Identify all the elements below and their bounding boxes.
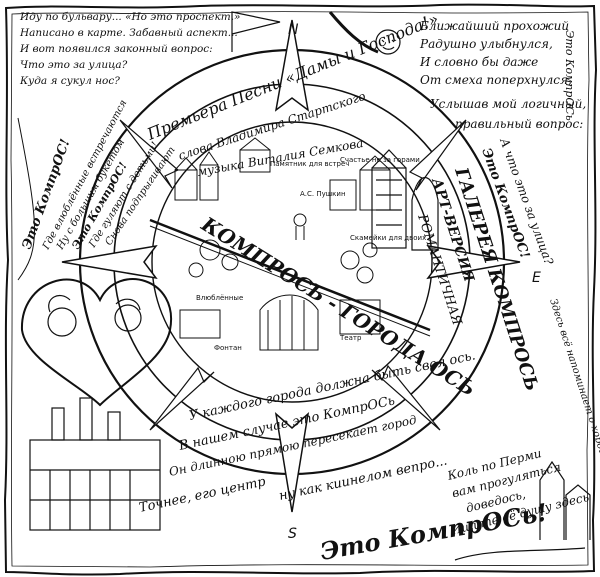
left-banner-lines bbox=[17, 117, 35, 281]
forest-building bbox=[371, 149, 439, 251]
map-label: Памятник для встреч bbox=[270, 160, 349, 168]
verse-line: Радушно улыбнулся, bbox=[419, 37, 553, 51]
map-label: Театр bbox=[339, 334, 362, 342]
map-label: Влюблённые bbox=[196, 294, 243, 302]
top-decorations bbox=[231, 11, 401, 55]
verse-line: И словно бы даже bbox=[419, 55, 538, 69]
map-label: Фонтан bbox=[214, 344, 242, 352]
verse-line: Иду по бульвару... «Но это проспект.» bbox=[19, 11, 241, 23]
lovers-heart bbox=[20, 278, 173, 407]
compass-north-label: N bbox=[288, 22, 299, 38]
factory-sketch bbox=[29, 397, 161, 531]
verse-line: Куда я сукул нос? bbox=[19, 75, 120, 87]
top-left-verse: Иду по бульвару... «Но это проспект.» На… bbox=[19, 11, 241, 87]
compass-south-label: S bbox=[288, 526, 297, 542]
right-vertical-title: Это КомпрОСь bbox=[563, 30, 576, 121]
verse-line: И вот появился законный вопрос: bbox=[19, 43, 213, 55]
verse-line: Что это за улица? bbox=[20, 59, 128, 71]
bottom-left-line: Точнее, его центр bbox=[138, 474, 268, 516]
map-labels: А.С. Пушкин Памятник для встреч Счастье … bbox=[196, 156, 426, 352]
map-label: Счастье не за горами bbox=[340, 156, 420, 164]
bottom-right-skyline bbox=[454, 460, 591, 561]
verse-line: Ближайший прохожий bbox=[419, 19, 569, 33]
city-map-doodles bbox=[149, 137, 431, 351]
verse-line: правильный вопрос: bbox=[455, 117, 583, 131]
verse-line: Услышав мой логичный, bbox=[430, 97, 586, 111]
top-right-verse: Ближайший прохожий Радушно улыбнулся, И … bbox=[419, 19, 586, 131]
map-label: А.С. Пушкин bbox=[300, 190, 346, 198]
verse-line: От смеха поперхнулся, bbox=[420, 73, 572, 87]
compass-wheel bbox=[61, 19, 521, 513]
paper-border bbox=[3, 3, 598, 576]
verse-line: Написано в карте. Забавный аспект... bbox=[19, 27, 238, 39]
compass-east-label: E bbox=[532, 270, 541, 286]
map-label: Скамейки для двоих bbox=[350, 234, 426, 242]
